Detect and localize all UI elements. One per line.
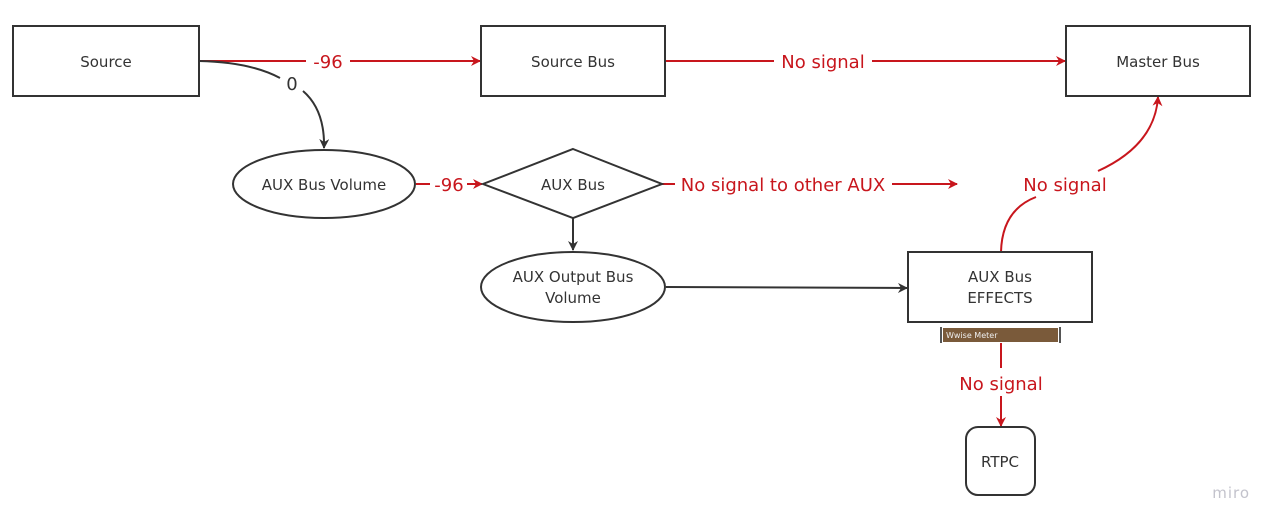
edge-label: -96	[434, 175, 463, 196]
node-master-bus[interactable]: Master Bus	[1065, 25, 1251, 97]
node-aux-bus-effects[interactable]: AUX Bus EFFECTS	[907, 251, 1093, 323]
edge-source-to-aux-bus-volume[interactable]: 0	[198, 60, 330, 149]
edge-label: No signal	[1023, 175, 1106, 196]
edge-aux-bus-volume-to-aux-bus[interactable]: -96	[416, 175, 483, 196]
node-source-bus[interactable]: Source Bus	[480, 25, 666, 97]
edge-label: No signal	[959, 374, 1042, 395]
node-source[interactable]: Source	[12, 25, 200, 97]
edge-effects-to-master-bus[interactable]: No signal	[1000, 96, 1163, 253]
miro-watermark: miro	[1212, 484, 1250, 502]
node-label: RTPC	[981, 453, 1019, 471]
node-aux-output-bus-volume[interactable]: AUX Output Bus Volume	[480, 251, 666, 323]
node-label-line1: AUX Bus	[968, 268, 1032, 286]
meter-label: Wwise Meter	[946, 331, 998, 340]
node-label: Master Bus	[1116, 53, 1200, 71]
node-label: AUX Bus	[541, 176, 605, 194]
node-rtpc[interactable]: RTPC	[965, 426, 1036, 496]
edge-label: No signal to other AUX	[681, 175, 885, 196]
node-label-line2: EFFECTS	[967, 289, 1032, 307]
node-aux-bus-volume[interactable]: AUX Bus Volume	[232, 149, 416, 219]
node-label: AUX Bus Volume	[262, 176, 386, 194]
node-label-line1: AUX Output Bus	[513, 268, 634, 286]
edge-label: No signal	[781, 52, 864, 73]
edge-effects-to-rtpc[interactable]: No signal	[959, 343, 1043, 427]
edge-aux-output-to-effects[interactable]	[665, 282, 908, 293]
edge-source-to-source-bus[interactable]: -96	[199, 52, 481, 73]
node-aux-bus[interactable]: AUX Bus	[480, 147, 665, 220]
edge-label: -96	[313, 52, 342, 73]
node-label: Source	[80, 53, 132, 71]
wwise-meter: Wwise Meter	[940, 327, 1061, 343]
node-label-line2: Volume	[545, 289, 601, 307]
edge-source-bus-to-master-bus[interactable]: No signal	[665, 52, 1066, 73]
node-label: Source Bus	[531, 53, 615, 71]
edge-label: 0	[286, 74, 297, 95]
edge-aux-bus-to-other-aux[interactable]: No signal to other AUX	[662, 175, 958, 196]
